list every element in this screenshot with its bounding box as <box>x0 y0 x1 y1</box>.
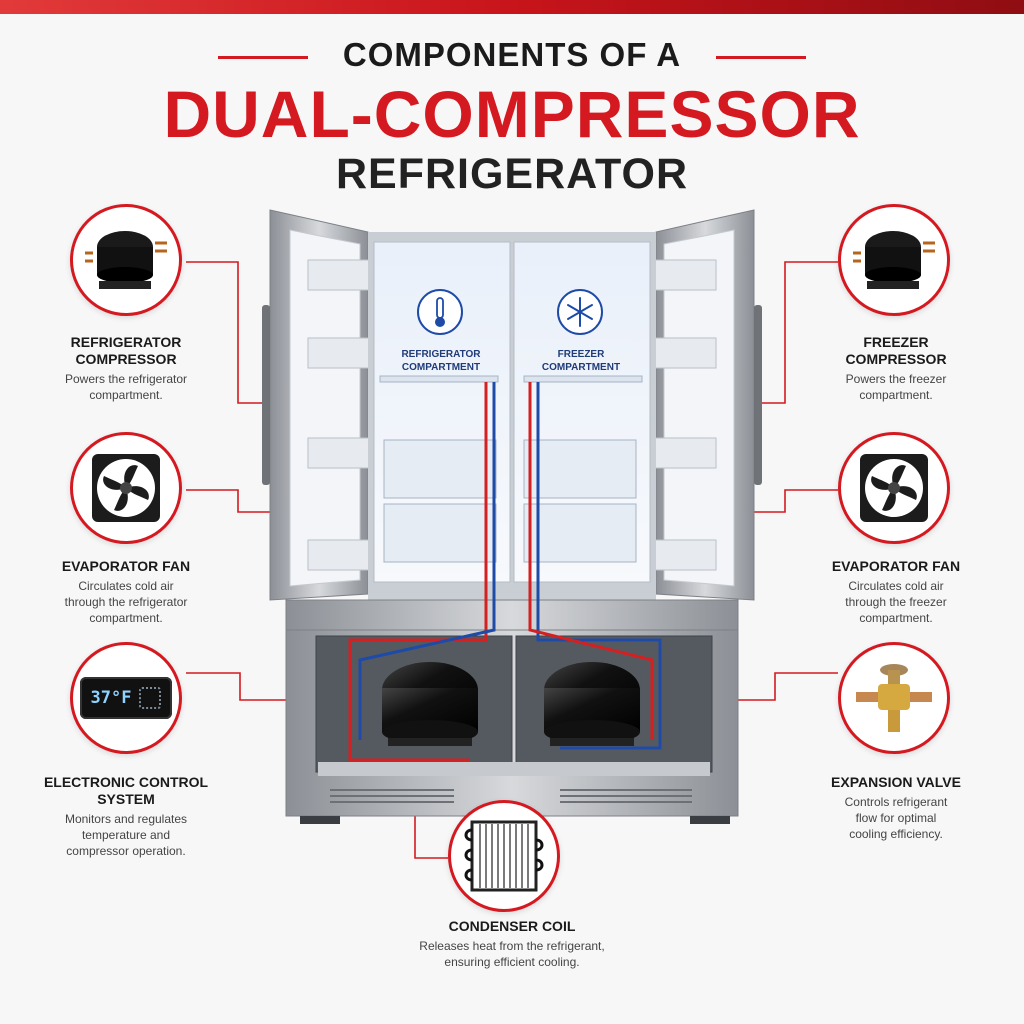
top-accent-bar <box>0 0 1024 14</box>
evaporator-fan-right-title: EVAPORATOR FAN <box>831 558 961 574</box>
condenser-coil-desc: Releases heat from the refrigerant, ensu… <box>419 939 605 969</box>
refrigerator-compressor-unit <box>382 662 478 746</box>
left-compartment-label-2: COMPARTMENT <box>402 362 480 373</box>
refrigerator-compressor-badge <box>70 204 182 316</box>
evaporator-fan-left-desc: Circulates cold air through the refriger… <box>64 579 188 625</box>
evaporator-fan-right-desc: Circulates cold air through the freezer … <box>845 579 947 625</box>
title-line-2: DUAL-COMPRESSOR <box>163 77 861 151</box>
left-door <box>262 209 383 601</box>
coil-icon <box>464 820 544 892</box>
expansion-valve-desc: Controls refrigerant flow for optimal co… <box>844 795 948 841</box>
evaporator-fan-right-badge <box>838 432 950 544</box>
refrigerator-compressor-label: REFRIGERATOR COMPRESSOR Powers the refri… <box>31 334 221 403</box>
right-door <box>641 209 762 601</box>
title-line-3: REFRIGERATOR <box>335 150 689 198</box>
compressor-icon <box>853 231 935 289</box>
right-compartment-label-1: FREEZER <box>558 349 605 360</box>
evaporator-fan-left-title: EVAPORATOR FAN <box>61 558 191 574</box>
electronic-control-label: ELECTRONIC CONTROL SYSTEM Monitors and r… <box>31 774 221 859</box>
electronic-control-badge: 37°F <box>70 642 182 754</box>
condenser-coil-label: CONDENSER COIL Releases heat from the re… <box>372 918 652 970</box>
control-display: 37°F <box>90 688 132 708</box>
base-top-panel <box>285 599 739 635</box>
title-rule-right <box>716 56 806 59</box>
evaporator-fan-right-label: EVAPORATOR FAN Circulates cold air throu… <box>801 558 991 626</box>
freezer-compressor-label: FREEZER COMPRESSOR Powers the freezer co… <box>801 334 991 403</box>
expansion-valve-badge <box>838 642 950 754</box>
condenser-coil-title: CONDENSER COIL <box>448 918 576 934</box>
freezer-compressor-badge <box>838 204 950 316</box>
compressor-icon <box>85 231 167 289</box>
left-compartment-label-1: REFRIGERATOR <box>401 349 481 360</box>
title-line-1: COMPONENTS OF A <box>342 36 682 73</box>
title-rule-left <box>218 56 308 59</box>
control-panel-icon: 37°F <box>80 677 172 719</box>
electronic-control-desc: Monitors and regulates temperature and c… <box>64 812 188 858</box>
freezer-compressor-title: FREEZER COMPRESSOR <box>845 334 947 367</box>
expansion-valve-label: EXPANSION VALVE Controls refrigerant flo… <box>801 774 991 842</box>
freezer-compressor-desc: Powers the freezer compartment. <box>845 372 947 402</box>
thermometer-icon <box>417 289 463 335</box>
evaporator-fan-left-badge <box>70 432 182 544</box>
right-compartment-label-2: COMPARTMENT <box>542 362 620 373</box>
evaporator-fan-left-label: EVAPORATOR FAN Circulates cold air throu… <box>31 558 221 626</box>
fan-icon <box>92 454 160 522</box>
fan-icon <box>860 454 928 522</box>
valve-icon <box>856 664 932 732</box>
freezer-compressor-unit <box>544 662 640 746</box>
electronic-control-title: ELECTRONIC CONTROL SYSTEM <box>43 774 209 807</box>
expansion-valve-title: EXPANSION VALVE <box>831 774 961 790</box>
refrigerator-compressor-desc: Powers the refrigerator compartment. <box>64 372 188 402</box>
refrigerator-compressor-title: REFRIGERATOR COMPRESSOR <box>70 334 182 367</box>
condenser-coil-badge <box>448 800 560 912</box>
